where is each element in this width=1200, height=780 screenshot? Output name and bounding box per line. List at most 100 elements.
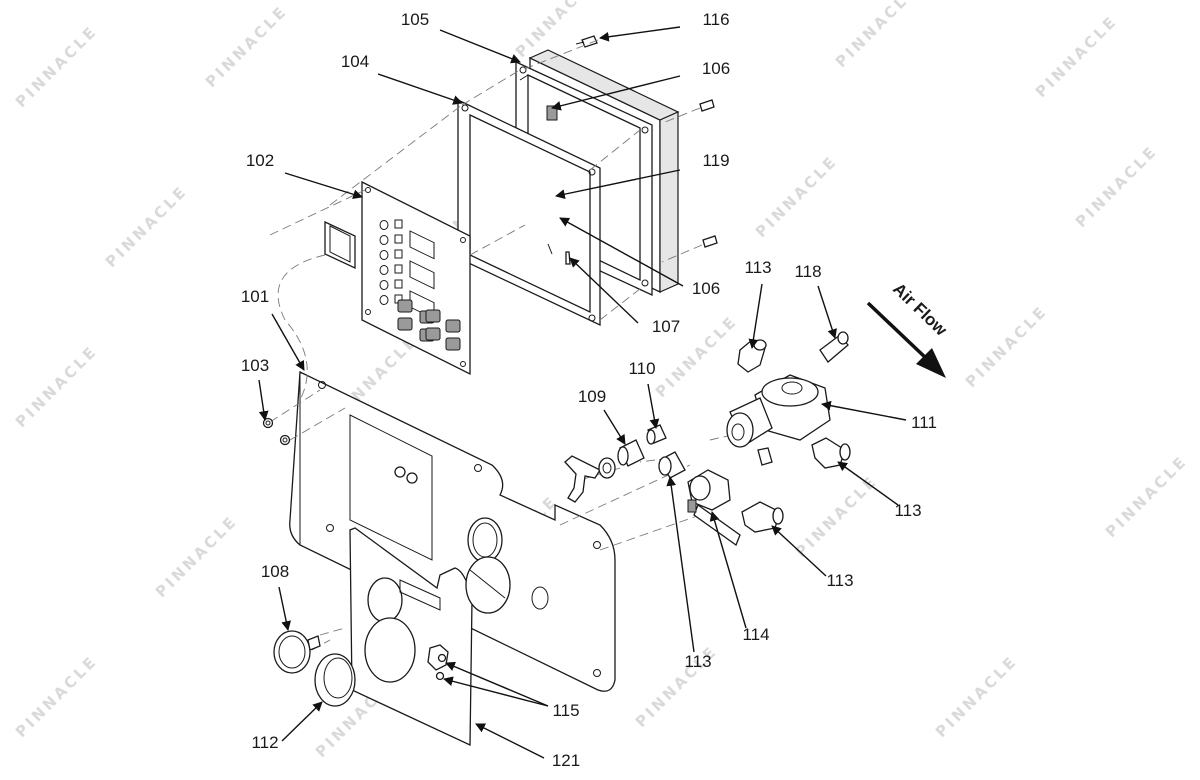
keypad-key [397,317,413,331]
callout-103: 103 [241,356,269,375]
callout-102: 102 [246,151,274,170]
keypad-indicator [394,264,403,274]
callout-108: 108 [261,562,289,581]
leader-110 [647,383,660,429]
keypad-indicator [394,279,403,289]
leader-113d [666,476,695,653]
watermark-text: PINNACLE [792,472,881,561]
callout-101: 101 [241,287,269,306]
callout-106a: 106 [702,59,730,78]
nuts-103 [262,417,291,446]
leader-107 [569,257,639,324]
callout-116: 116 [702,10,729,29]
watermark-text: PINNACLE [12,342,101,431]
fitting-118 [819,331,849,363]
watermark-text: PINNACLE [202,2,291,91]
callout-104: 104 [341,52,369,71]
callout-112: 112 [251,733,278,752]
callout-114: 114 [742,625,769,644]
fitting-113-mid [658,451,686,479]
keypad-key [445,319,461,333]
callout-113b: 113 [894,501,921,520]
watermark-text: PINNACLE [12,22,101,111]
leader-119 [555,169,681,199]
screws-115 [435,653,447,681]
keypad-indicator [394,234,403,244]
membrane-keypad [324,180,471,376]
regulator-111 [726,374,831,466]
watermark-text: PINNACLE [512,0,601,61]
fitting-113-right [811,437,851,469]
keypad-key [397,299,413,313]
leader-lines [258,26,907,759]
leader-112 [281,701,323,742]
keypad-key [425,309,441,323]
leader-113a [748,283,763,349]
screws-116 [575,35,718,248]
watermark-text: PINNACLE [1102,452,1191,541]
callout-107: 107 [652,317,680,336]
callout-109: 109 [578,387,606,406]
callout-111: 111 [911,413,937,432]
leader-109 [603,409,626,445]
keypad-display [409,260,435,290]
leader-111 [821,400,907,421]
leader-118 [817,285,837,339]
air-flow-indicator: Air Flow [866,279,951,378]
leader-113c [771,525,827,577]
keypad-display [409,230,435,260]
callout-119: 119 [702,151,729,170]
watermark-text: PINNACLE [1072,142,1161,231]
callout-105: 105 [401,10,429,29]
callout-121: 121 [552,751,580,770]
leader-104 [377,73,463,105]
leader-105 [439,29,521,64]
watermark-text: PINNACLE [932,652,1021,741]
fitting-113-lower [741,501,784,533]
leader-101 [271,313,305,371]
leader-108 [278,586,291,631]
keypad-button [379,250,389,260]
callout-labels: 116 105 106 104 102 119 106 107 113 118 101 103 110 1… [241,10,937,770]
callout-115: 115 [552,701,579,720]
callout-113d: 113 [684,652,711,671]
keypad-key [445,337,461,351]
leader-103 [258,379,269,421]
keypad-button [379,220,389,230]
keypad-button [379,295,389,305]
leader-116 [599,26,681,42]
ball-valve-114 [687,469,741,547]
bezel-112 [314,653,356,707]
leader-115-b [443,676,549,707]
watermark-text: PINNACLE [752,152,841,241]
keypad-indicator [394,219,403,229]
keypad-button [379,235,389,245]
watermark-text: PINNACLE [1032,12,1121,101]
leader-121 [475,723,545,759]
mounting-bracket [564,455,601,503]
watermark-text: PINNACLE [832,0,921,71]
callout-113a: 113 [744,258,771,277]
keypad-button [379,265,389,275]
keypad-indicator [394,249,403,259]
watermark-text: PINNACLE [12,652,101,741]
keypad-key [425,327,441,341]
watermark-text: PINNACLE [962,302,1051,391]
leader-113b [837,461,899,506]
watermark-text: PINNACLE [152,512,241,601]
callout-110: 110 [628,359,655,378]
watermark-text: PINNACLE [102,182,191,271]
callout-106b: 106 [692,279,720,298]
gasket-frame [457,98,601,327]
callout-113c: 113 [826,571,853,590]
leader-114 [709,511,747,629]
coupling-109 [598,439,645,479]
leader-106b [559,217,684,287]
fitting-110 [646,424,667,445]
overlay-plate [349,527,511,747]
leader-106a [551,75,681,111]
mounting-plate [289,370,616,692]
callout-118: 118 [794,262,821,281]
